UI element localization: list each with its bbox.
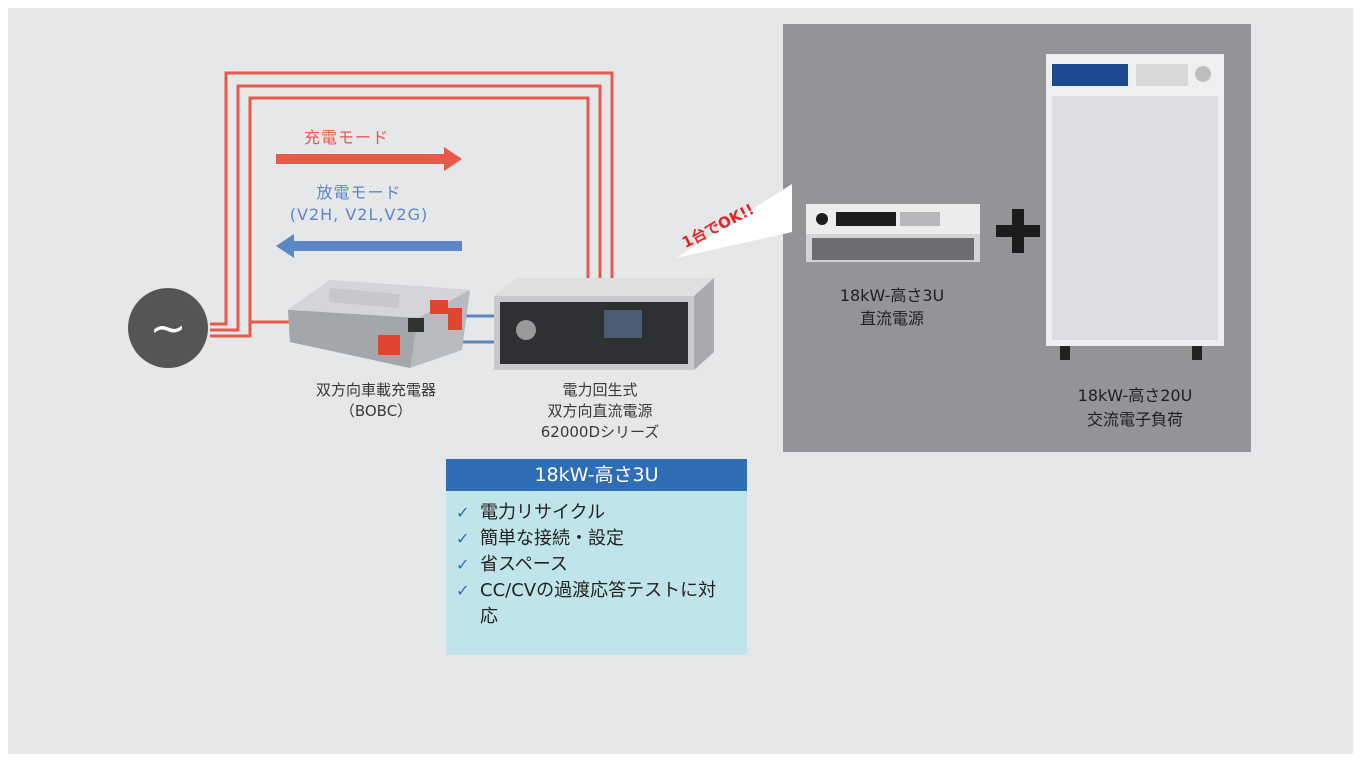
ac-source: ~	[128, 288, 208, 368]
regen-dc-source-label-line3: 62000Dシリーズ	[540, 423, 660, 441]
spec-title: 18kW-高さ3U	[446, 459, 747, 491]
ac-symbol: ~	[150, 303, 187, 354]
dc-link-lines	[462, 314, 496, 344]
regen-dc-source-label-line2: 双方向直流電源	[547, 402, 653, 420]
ac-load-label-line1: 18kW-高さ20U	[1077, 386, 1193, 405]
charge-mode-label: 充電モード	[304, 128, 390, 147]
spec-feature-item: ✓電力リサイクル	[456, 500, 747, 526]
discharge-mode-variants: (V2H, V2L,V2G)	[289, 205, 429, 224]
dc-source-3u-image	[806, 204, 980, 262]
bobc-label-line2: （BOBC）	[339, 402, 413, 420]
ac-load-cabinet-image	[1046, 54, 1224, 360]
discharge-mode-title: 放電モード	[316, 183, 402, 202]
check-icon: ✓	[456, 503, 470, 522]
regen-dc-source-image	[494, 278, 714, 370]
power-lines	[210, 71, 614, 338]
spec-feature-item: ✓CC/CVの過渡応答テストに対応	[456, 580, 717, 627]
ac-load-label: 18kW-高さ20U 交流電子負荷	[1040, 384, 1230, 432]
check-icon: ✓	[456, 555, 470, 574]
bobc-label-line1: 双方向車載充電器	[315, 381, 436, 399]
regen-dc-source-label: 電力回生式 双方向直流電源 62000Dシリーズ	[500, 380, 700, 443]
spec-feature-list: ✓電力リサイクル ✓簡単な接続・設定 ✓省スペース ✓CC/CVの過渡応答テスト…	[446, 491, 747, 630]
check-icon: ✓	[456, 581, 470, 600]
spec-feature-box: ✓電力リサイクル ✓簡単な接続・設定 ✓省スペース ✓CC/CVの過渡応答テスト…	[446, 491, 747, 655]
callout-bubble	[676, 184, 792, 258]
charge-arrow	[276, 147, 462, 171]
dc-source-3u-label-line1: 18kW-高さ3U	[839, 286, 945, 305]
spec-feature-item: ✓簡単な接続・設定	[456, 526, 747, 552]
check-icon: ✓	[456, 529, 470, 548]
dc-source-3u-label-line2: 直流電源	[859, 309, 924, 328]
dc-source-3u-label: 18kW-高さ3U 直流電源	[800, 284, 984, 330]
ac-load-label-line2: 交流電子負荷	[1086, 410, 1183, 429]
bobc-device-image	[288, 280, 470, 368]
plus-icon	[996, 209, 1040, 253]
regen-dc-source-label-line1: 電力回生式	[562, 381, 638, 399]
discharge-arrow	[276, 234, 462, 258]
bobc-label: 双方向車載充電器 （BOBC）	[278, 380, 474, 422]
discharge-mode-label: 放電モード (V2H, V2L,V2G)	[266, 182, 452, 226]
spec-feature-item: ✓省スペース	[456, 552, 747, 578]
